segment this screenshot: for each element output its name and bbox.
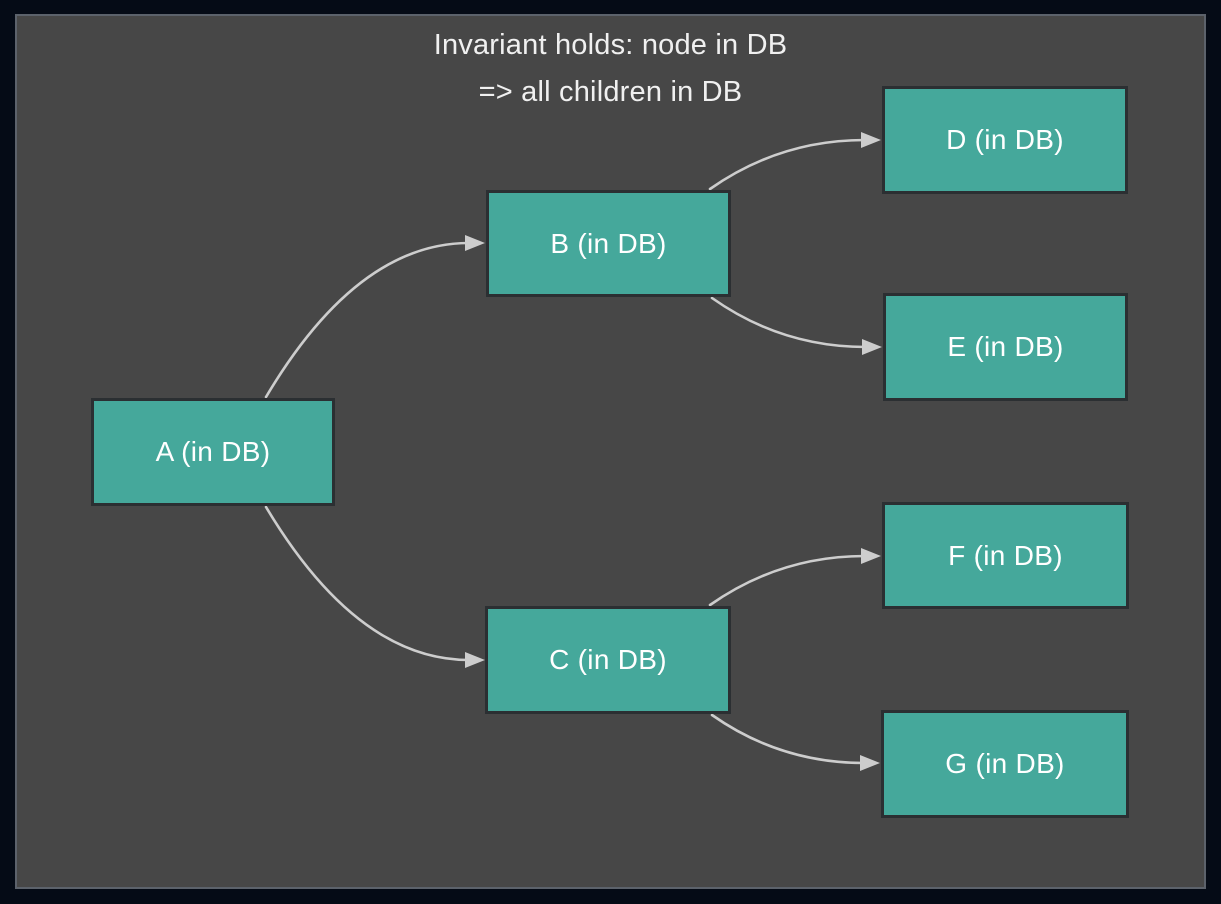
node-E[interactable]: E (in DB) [883,293,1128,401]
node-C[interactable]: C (in DB) [485,606,731,714]
diagram-title-line-2: => all children in DB [478,76,743,108]
diagram-title-line-1: Invariant holds: node in DB [433,29,788,61]
node-F-label: F (in DB) [948,539,1063,571]
node-G[interactable]: G (in DB) [881,710,1129,818]
node-B-label: B (in DB) [550,227,667,259]
node-G-label: G (in DB) [945,748,1065,779]
node-A-label: A (in DB) [155,436,271,467]
node-D[interactable]: D (in DB) [882,86,1128,194]
node-B[interactable]: B (in DB) [486,190,731,297]
diagram-title: Invariant holds: node in DB => all child… [0,22,1221,116]
node-C-label: C (in DB) [549,644,667,675]
node-A[interactable]: A (in DB) [91,398,335,506]
node-D-label: D (in DB) [946,124,1064,155]
node-F[interactable]: F (in DB) [882,502,1129,609]
node-E-label: E (in DB) [947,331,1064,362]
